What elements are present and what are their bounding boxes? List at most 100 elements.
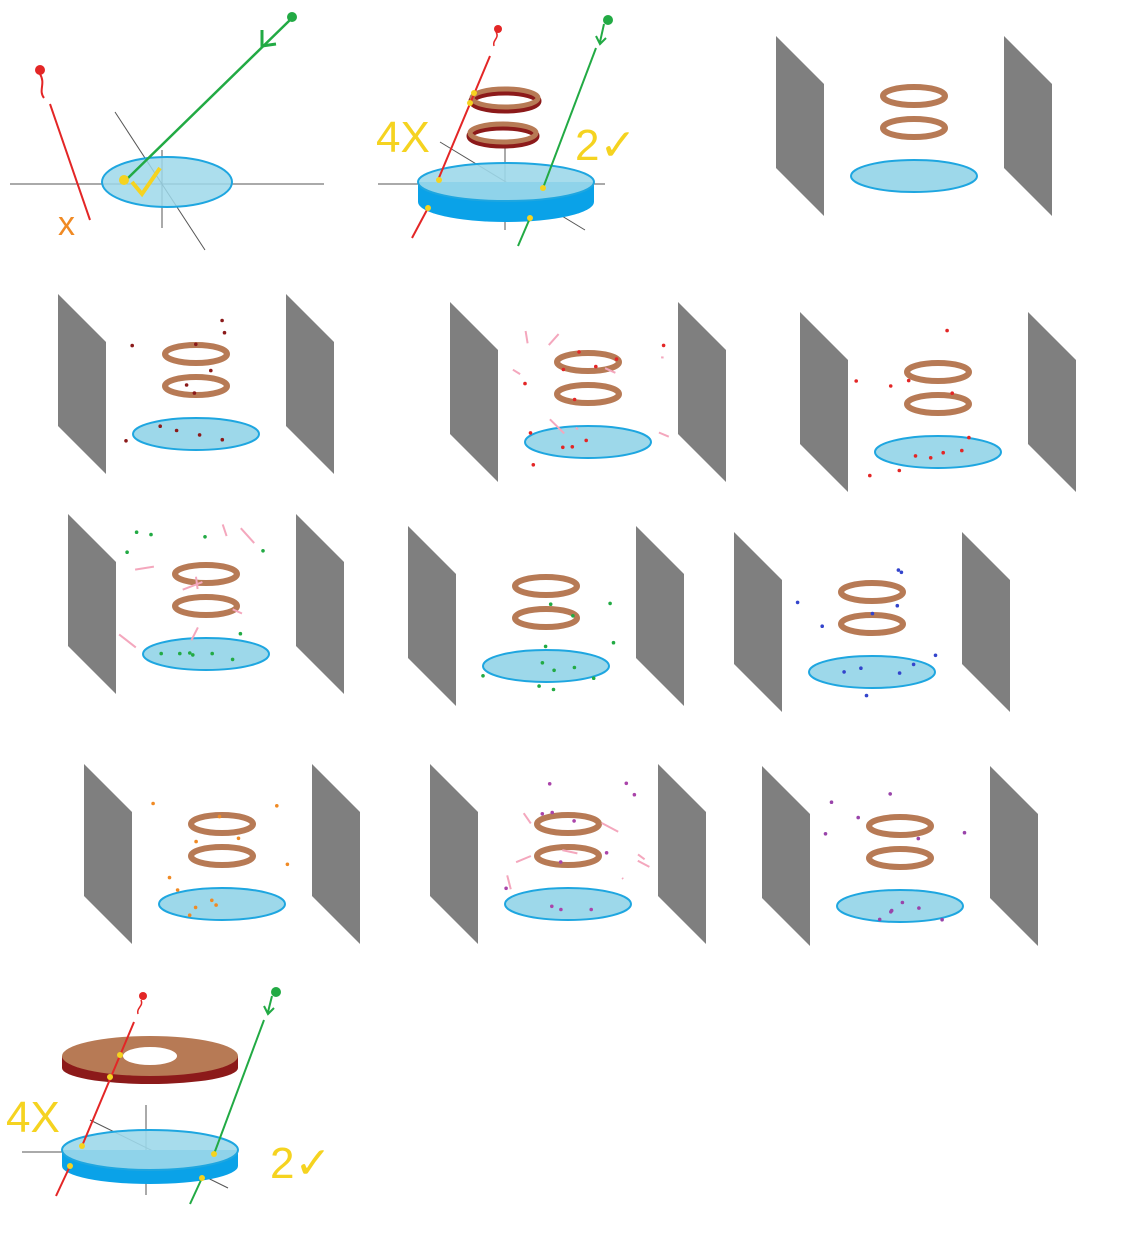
particle-streak bbox=[522, 812, 532, 824]
particle-dot bbox=[151, 801, 155, 806]
particle-dot bbox=[504, 886, 508, 891]
particle-dot bbox=[134, 530, 139, 534]
captured-particle bbox=[584, 438, 588, 443]
particle-dot bbox=[548, 602, 553, 606]
four-cross-label: 4X bbox=[376, 113, 430, 162]
particle-dot bbox=[829, 800, 834, 804]
panel-final-coil-disc: 4X 2✓ bbox=[6, 987, 331, 1205]
particle-dot bbox=[528, 431, 533, 435]
chamber bbox=[58, 294, 334, 474]
particle-dot bbox=[856, 815, 860, 820]
green-source-dot bbox=[271, 987, 281, 997]
particle-dot bbox=[571, 614, 575, 618]
particle-dot bbox=[187, 913, 192, 917]
side-plate-right bbox=[296, 514, 344, 694]
captured-particle bbox=[178, 651, 182, 656]
coil-upper bbox=[838, 580, 906, 604]
particle-dot bbox=[591, 676, 596, 680]
particle-streak bbox=[134, 565, 155, 571]
coil-upper bbox=[162, 342, 230, 366]
particle-streak bbox=[548, 333, 560, 346]
particle-dot bbox=[624, 781, 629, 786]
red-ray bbox=[437, 55, 491, 181]
side-plate-left bbox=[408, 526, 456, 706]
green-source-dot bbox=[603, 15, 613, 25]
particle-streak bbox=[515, 855, 532, 864]
side-plate-left bbox=[450, 302, 498, 482]
particle-streak bbox=[562, 849, 578, 855]
green-arrowhead bbox=[260, 30, 277, 48]
particle-dot bbox=[608, 601, 612, 606]
particle-streak bbox=[182, 581, 203, 591]
chamber bbox=[734, 532, 1010, 712]
captured-particle bbox=[210, 898, 214, 903]
red-wiggle-arrow bbox=[39, 73, 45, 99]
captured-particle bbox=[913, 454, 918, 458]
green-ray-exit bbox=[517, 217, 531, 247]
particle-dot bbox=[823, 832, 828, 836]
detector-disc bbox=[836, 889, 964, 923]
side-plate-left bbox=[776, 36, 824, 216]
particle-dot bbox=[124, 439, 128, 443]
particle-dot bbox=[945, 328, 949, 333]
coil-upper bbox=[512, 574, 580, 598]
coil-hit-dot bbox=[107, 1074, 113, 1080]
green-arrowhead bbox=[263, 995, 275, 1016]
particle-streak bbox=[658, 431, 670, 438]
particle-dot bbox=[614, 357, 619, 361]
captured-particle bbox=[220, 437, 225, 442]
particle-dot bbox=[594, 364, 598, 369]
chamber bbox=[776, 36, 1052, 216]
coil-upper bbox=[188, 812, 256, 836]
particle-dot bbox=[285, 862, 290, 867]
particle-dot bbox=[531, 463, 536, 467]
particle-streak bbox=[601, 822, 619, 833]
detector-disc bbox=[504, 887, 632, 921]
particle-dot bbox=[928, 456, 933, 460]
red-source-dot bbox=[139, 992, 147, 1000]
coil-lower bbox=[467, 121, 539, 145]
panel-1-single-disc: x bbox=[10, 12, 324, 251]
particle-dot bbox=[540, 812, 545, 816]
particle-dot bbox=[158, 424, 162, 429]
particle-dot bbox=[940, 917, 944, 922]
particle-streak bbox=[575, 426, 579, 431]
captured-particle bbox=[889, 910, 893, 914]
particle-dot bbox=[558, 860, 563, 864]
disc-hit-dot bbox=[211, 1151, 217, 1157]
particle-dot bbox=[888, 384, 893, 388]
disc-hit-dot bbox=[79, 1143, 85, 1149]
particle-dot bbox=[184, 383, 189, 387]
hit-check-icon bbox=[130, 166, 162, 198]
side-plate-left bbox=[58, 294, 106, 474]
particle-streak bbox=[506, 875, 512, 890]
side-plate-right bbox=[312, 764, 360, 944]
particle-dot bbox=[577, 350, 581, 354]
side-plate-right bbox=[636, 526, 684, 706]
particle-dot bbox=[877, 917, 882, 922]
particle-dot bbox=[238, 631, 243, 636]
particle-dot bbox=[561, 367, 566, 372]
coil-hit-dot bbox=[117, 1052, 123, 1058]
particle-dot bbox=[870, 611, 875, 616]
particle-dot bbox=[550, 810, 554, 815]
particle-dot bbox=[911, 662, 916, 667]
detector-disc bbox=[142, 637, 270, 671]
detector-disc bbox=[524, 425, 652, 459]
particle-dot bbox=[175, 888, 180, 892]
particle-dot bbox=[888, 792, 892, 796]
coil-lower bbox=[838, 612, 906, 636]
captured-particle bbox=[552, 668, 556, 673]
particle-dot bbox=[149, 532, 153, 537]
particle-dot bbox=[551, 687, 556, 692]
side-plate-right bbox=[1028, 312, 1076, 492]
particle-streak bbox=[190, 626, 199, 641]
coil-lower bbox=[534, 844, 602, 868]
captured-particle bbox=[214, 903, 218, 907]
coil-upper bbox=[172, 562, 240, 586]
side-plate-left bbox=[430, 764, 478, 944]
particle-streak bbox=[621, 877, 624, 880]
thick-disc-top bbox=[417, 162, 595, 202]
particle-dot bbox=[547, 782, 552, 786]
captured-particle bbox=[188, 651, 192, 655]
